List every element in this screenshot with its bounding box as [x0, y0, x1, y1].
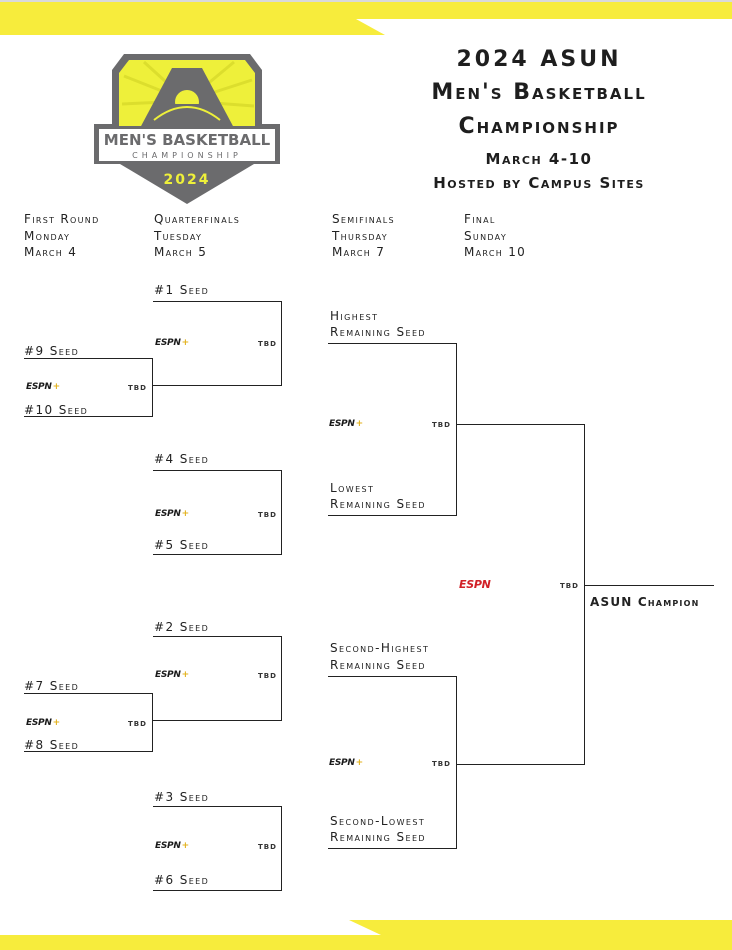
seed-label: Remaining Seed [330, 830, 426, 844]
seed-label: #4 Seed [154, 452, 210, 466]
seed-label: Lowest [330, 481, 375, 495]
espn-plus-logo: ESPN+ [155, 841, 189, 851]
round-header-quarterfinals: Quarterfinals Tuesday March 5 [154, 211, 240, 261]
game-time-tbd: TBD [432, 760, 451, 768]
round-header-semifinals: Semifinals Thursday March 7 [332, 211, 395, 261]
game-time-tbd: TBD [258, 511, 277, 519]
espn-plus-logo: ESPN+ [26, 718, 60, 728]
espn-logo: ESPN [459, 578, 491, 591]
bracket-line [24, 416, 153, 417]
bracket-line [152, 693, 153, 751]
seed-label: #8 Seed [24, 738, 80, 752]
seed-label: Highest [330, 309, 379, 323]
espn-plus-logo: ESPN+ [329, 758, 363, 768]
game-time-tbd: TBD [258, 672, 277, 680]
seed-label: #7 Seed [24, 679, 80, 693]
bracket-line [153, 301, 282, 302]
espn-plus-logo: ESPN+ [155, 509, 189, 519]
bracket-line [456, 343, 457, 515]
round-day: Tuesday [154, 228, 203, 243]
bracket-line [281, 806, 282, 890]
seed-label: #9 Seed [24, 344, 80, 358]
title-line3: Championship [458, 114, 620, 139]
bracket-line [456, 764, 585, 765]
espn-plus-logo: ESPN+ [155, 670, 189, 680]
bracket-line [281, 636, 282, 720]
bracket-line [153, 720, 282, 721]
seed-label: #3 Seed [154, 790, 210, 804]
logo-year: 2024 [164, 172, 211, 188]
seed-label: Remaining Seed [330, 325, 426, 339]
bracket-line [281, 470, 282, 554]
game-time-tbd: TBD [258, 843, 277, 851]
seed-label: #10 Seed [24, 403, 89, 417]
bottom-yellow-banner [0, 920, 732, 950]
bracket-line [24, 751, 153, 752]
game-time-tbd: TBD [128, 384, 147, 392]
round-date: March 4 [24, 245, 78, 259]
bracket-line [456, 676, 457, 848]
bracket-line [24, 358, 153, 359]
bracket-line [153, 636, 282, 637]
logo-line2: CHAMPIONSHIP [132, 151, 242, 160]
bracket-line [456, 424, 585, 425]
bracket-line [328, 343, 457, 344]
bracket-line [153, 806, 282, 807]
title-block: 2024 ASUN Men's Basketball Championship … [380, 44, 698, 194]
seed-label: #5 Seed [154, 538, 210, 552]
round-date: March 7 [332, 245, 386, 259]
round-header-final: Final Sunday March 10 [464, 211, 526, 261]
title-dates: March 4-10 [485, 150, 593, 168]
round-name: Quarterfinals [154, 212, 241, 226]
game-time-tbd: TBD [432, 421, 451, 429]
round-header-first-round: First Round Monday March 4 [24, 211, 100, 261]
bracket-line [584, 585, 714, 586]
bracket-line [328, 676, 457, 677]
espn-plus-logo: ESPN+ [26, 382, 60, 392]
bracket-line [153, 385, 282, 386]
bracket-line [153, 470, 282, 471]
bracket-line [328, 848, 457, 849]
championship-logo: MEN'S BASKETBALL CHAMPIONSHIP 2024 [94, 54, 280, 204]
bracket-line [584, 424, 585, 765]
round-date: March 10 [464, 245, 527, 259]
seed-label: Second-Lowest [330, 814, 426, 828]
champion-label: ASUN Champion [590, 595, 700, 609]
espn-plus-logo: ESPN+ [155, 338, 189, 348]
round-name: Semifinals [332, 212, 395, 226]
bracket-line [153, 554, 282, 555]
espn-plus-logo: ESPN+ [329, 419, 363, 429]
title-line2: Men's Basketball [431, 80, 647, 105]
game-time-tbd: TBD [560, 582, 579, 590]
game-time-tbd: TBD [128, 720, 147, 728]
game-time-tbd: TBD [258, 340, 277, 348]
title-host: Hosted by Campus Sites [433, 174, 645, 192]
bracket-line [328, 515, 457, 516]
seed-label: Remaining Seed [330, 497, 426, 511]
round-name: Final [464, 212, 496, 226]
seed-label: #6 Seed [154, 873, 210, 887]
round-day: Monday [24, 228, 71, 243]
bracket-line [152, 358, 153, 416]
logo-line1: MEN'S BASKETBALL [104, 131, 271, 149]
bracket-line [281, 301, 282, 385]
bracket-line [24, 693, 153, 694]
round-day: Thursday [332, 228, 388, 243]
seed-label: Remaining Seed [330, 658, 426, 672]
seed-label: #1 Seed [154, 283, 210, 297]
seed-label: #2 Seed [154, 620, 210, 634]
round-name: First Round [24, 212, 100, 226]
seed-label: Second-Highest [330, 641, 430, 655]
round-date: March 5 [154, 245, 208, 259]
title-line1: 2024 ASUN [456, 47, 622, 72]
top-yellow-banner [0, 0, 732, 35]
round-day: Sunday [464, 228, 508, 243]
bracket-line [153, 890, 282, 891]
